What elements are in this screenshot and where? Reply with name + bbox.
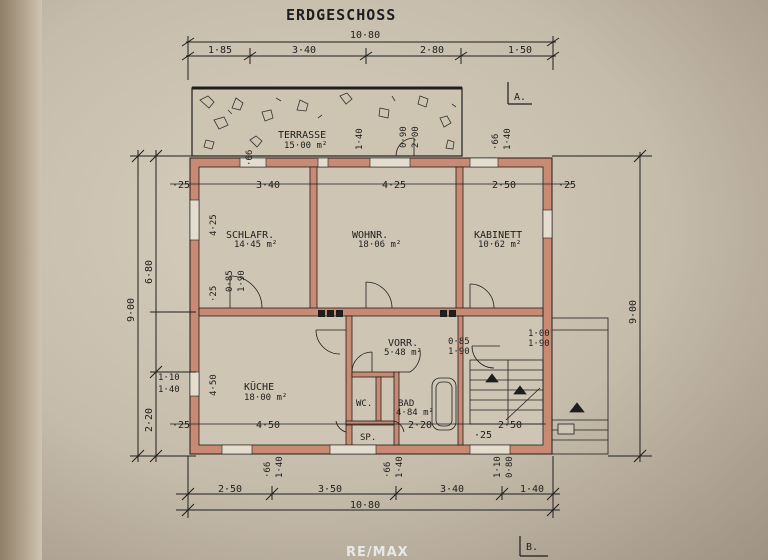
room-area-schlafr: 14·45 m² (234, 240, 277, 250)
door-dim-3: 0·85 (448, 337, 470, 347)
top-dimension-lines (181, 36, 560, 80)
room-area-wohnr: 18·06 m² (358, 240, 401, 250)
int-dim-6: 4·50 (256, 420, 280, 431)
int-dim-1: 3·40 (256, 180, 280, 191)
room-area-vorr: 5·48 m² (384, 348, 422, 358)
int-dim-8: 2·50 (498, 420, 522, 431)
room-name-wohnr: WOHNR. (352, 230, 388, 241)
int-dim-7: 2·20 (408, 420, 432, 431)
door-dim-6: 2·00 (411, 126, 421, 148)
room-name-vorr: VORR. (388, 338, 418, 349)
int-dim-10: ·25 (474, 430, 492, 441)
room-area-kueche: 18·00 m² (244, 393, 287, 403)
room-name-schlafr: SCHLAFR. (226, 230, 274, 241)
bottom-small-5: 1·10 (493, 456, 503, 478)
left-dim-small-2: 4·25 (209, 214, 219, 236)
interior-staircase (469, 359, 544, 425)
plan-title: ERDGESCHOSS (286, 6, 396, 24)
bottom-small-4: 1·40 (395, 456, 405, 478)
int-dim-5: ·25 (558, 180, 576, 191)
int-dim-11: ·66 (245, 150, 255, 166)
door-dim-2: 1·90 (237, 270, 247, 292)
bottom-small-6: 0·80 (505, 456, 515, 478)
room-area-terrasse: 15·00 m² (284, 141, 327, 151)
left-dim-upper: 6·80 (144, 260, 155, 284)
int-dim-14: 1·40 (503, 128, 513, 150)
section-label-a: A. (514, 92, 526, 103)
door-dim-7: 1·00 (528, 329, 550, 339)
terrace (191, 86, 463, 157)
bottom-dim-3: 3·40 (440, 484, 464, 495)
top-dim-4: 1·50 (508, 45, 532, 56)
room-name-wc: WC. (356, 399, 372, 409)
top-dim-1: 1·85 (208, 45, 232, 56)
int-dim-2: 4·25 (382, 180, 406, 191)
left-dim-small-4: 1·10 (158, 373, 180, 383)
room-area-bad: 4·84 m² (396, 408, 434, 418)
section-mark-a (507, 82, 532, 105)
paper-edge (0, 0, 42, 560)
bottom-dim-4: 1·40 (520, 484, 544, 495)
left-dim-small-3: ·25 (209, 286, 219, 302)
door-dim-4: 1·90 (448, 347, 470, 357)
door-swings (229, 275, 500, 433)
int-dim-13: ·66 (491, 134, 501, 150)
top-dim-2: 3·40 (292, 45, 316, 56)
section-label-b: B. (526, 542, 538, 553)
left-dim-small-5: 1·40 (158, 385, 180, 395)
bottom-small-2: 1·40 (275, 456, 285, 478)
interior-dimension-lines (170, 183, 572, 425)
int-dim-3: 2·50 (492, 180, 516, 191)
bottom-dim-1: 2·50 (218, 484, 242, 495)
door-dim-5: 0·90 (399, 126, 409, 148)
room-name-bad: BAD (398, 399, 414, 409)
int-dim-12: 1·40 (355, 128, 365, 150)
room-area-kabinett: 10·62 m² (478, 240, 521, 250)
bottom-dimension-lines (176, 456, 560, 518)
section-mark-b (519, 536, 548, 557)
bottom-small-1: ·66 (263, 462, 273, 478)
room-name-kueche: KÜCHE (244, 380, 274, 393)
room-name-kabinett: KABINETT (474, 230, 522, 241)
right-dim-overall: 9·00 (628, 300, 639, 324)
room-name-terrasse: TERRASSE (278, 130, 326, 141)
left-dimension-lines (130, 149, 196, 463)
int-dim-4: ·25 (172, 180, 190, 191)
outer-walls (189, 157, 553, 455)
top-dim-3: 2·80 (420, 45, 444, 56)
bottom-dim-2: 3·50 (318, 484, 342, 495)
window-openings (189, 157, 553, 455)
int-dim-9: ·25 (172, 420, 190, 431)
left-dim-lower: 2·20 (144, 408, 155, 432)
bottom-small-3: ·66 (383, 462, 393, 478)
chimney-flues (318, 310, 456, 317)
bathtub (431, 377, 457, 431)
exterior-staircase (551, 317, 609, 455)
door-dim-8: 1·90 (528, 339, 550, 349)
left-dim-overall: 9·00 (126, 298, 137, 322)
room-name-sp: SP. (360, 433, 376, 443)
bottom-total-dim: 10·80 (350, 500, 380, 511)
top-total-dim: 10·80 (350, 30, 380, 41)
door-dim-1: 0·85 (225, 270, 235, 292)
interior-walls (198, 166, 544, 446)
right-dimension-line (552, 149, 652, 463)
remax-logo: RE/MAX (346, 545, 409, 560)
left-dim-kueche: 4·50 (209, 374, 219, 396)
